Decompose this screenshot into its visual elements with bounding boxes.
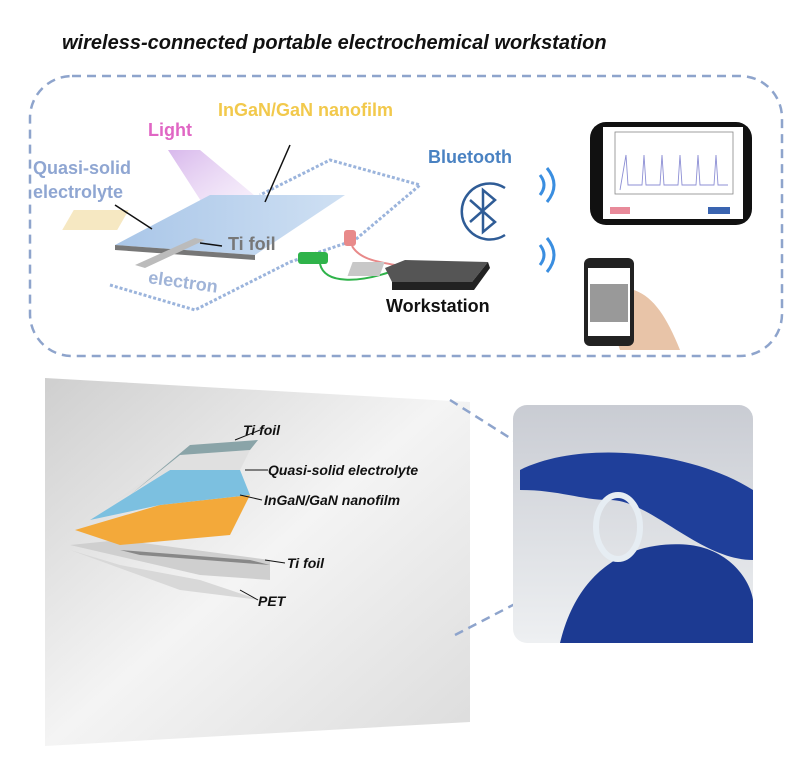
ti-foil-strip [135,238,205,268]
label-light: Light [148,120,192,140]
label-bluetooth: Bluetooth [428,147,512,167]
electrode-plate [115,195,345,255]
layer-label-electrolyte: Quasi-solid electrolyte [268,462,419,478]
workstation-device [347,260,490,290]
label-electrolyte-1: Quasi-solid [33,158,132,178]
layer-label-ti-foil-top: Ti foil [243,422,281,438]
label-electrolyte-2: electrolyte [33,182,124,202]
label-workstation: Workstation [386,296,490,316]
green-clip [298,252,328,264]
layer-label-ti-foil-bottom: Ti foil [287,555,325,571]
red-clip [344,230,356,246]
circuit-wire [109,158,424,312]
layer-stack [70,429,286,601]
tablet-device [590,122,752,225]
figure-title: wireless-connected portable electrochemi… [62,32,607,54]
device-photo [513,405,753,643]
dashed-frame [28,74,784,358]
bluetooth-icon [460,182,506,241]
wireless-signal-icon [538,167,556,273]
layer-label-nanofilm: InGaN/GaN nanofilm [264,492,401,508]
phone-in-hand [584,258,680,350]
layer-label-pet: PET [258,593,286,609]
label-ti-foil: Ti foil [228,234,276,254]
label-nanofilm: InGaN/GaN nanofilm [218,100,394,120]
